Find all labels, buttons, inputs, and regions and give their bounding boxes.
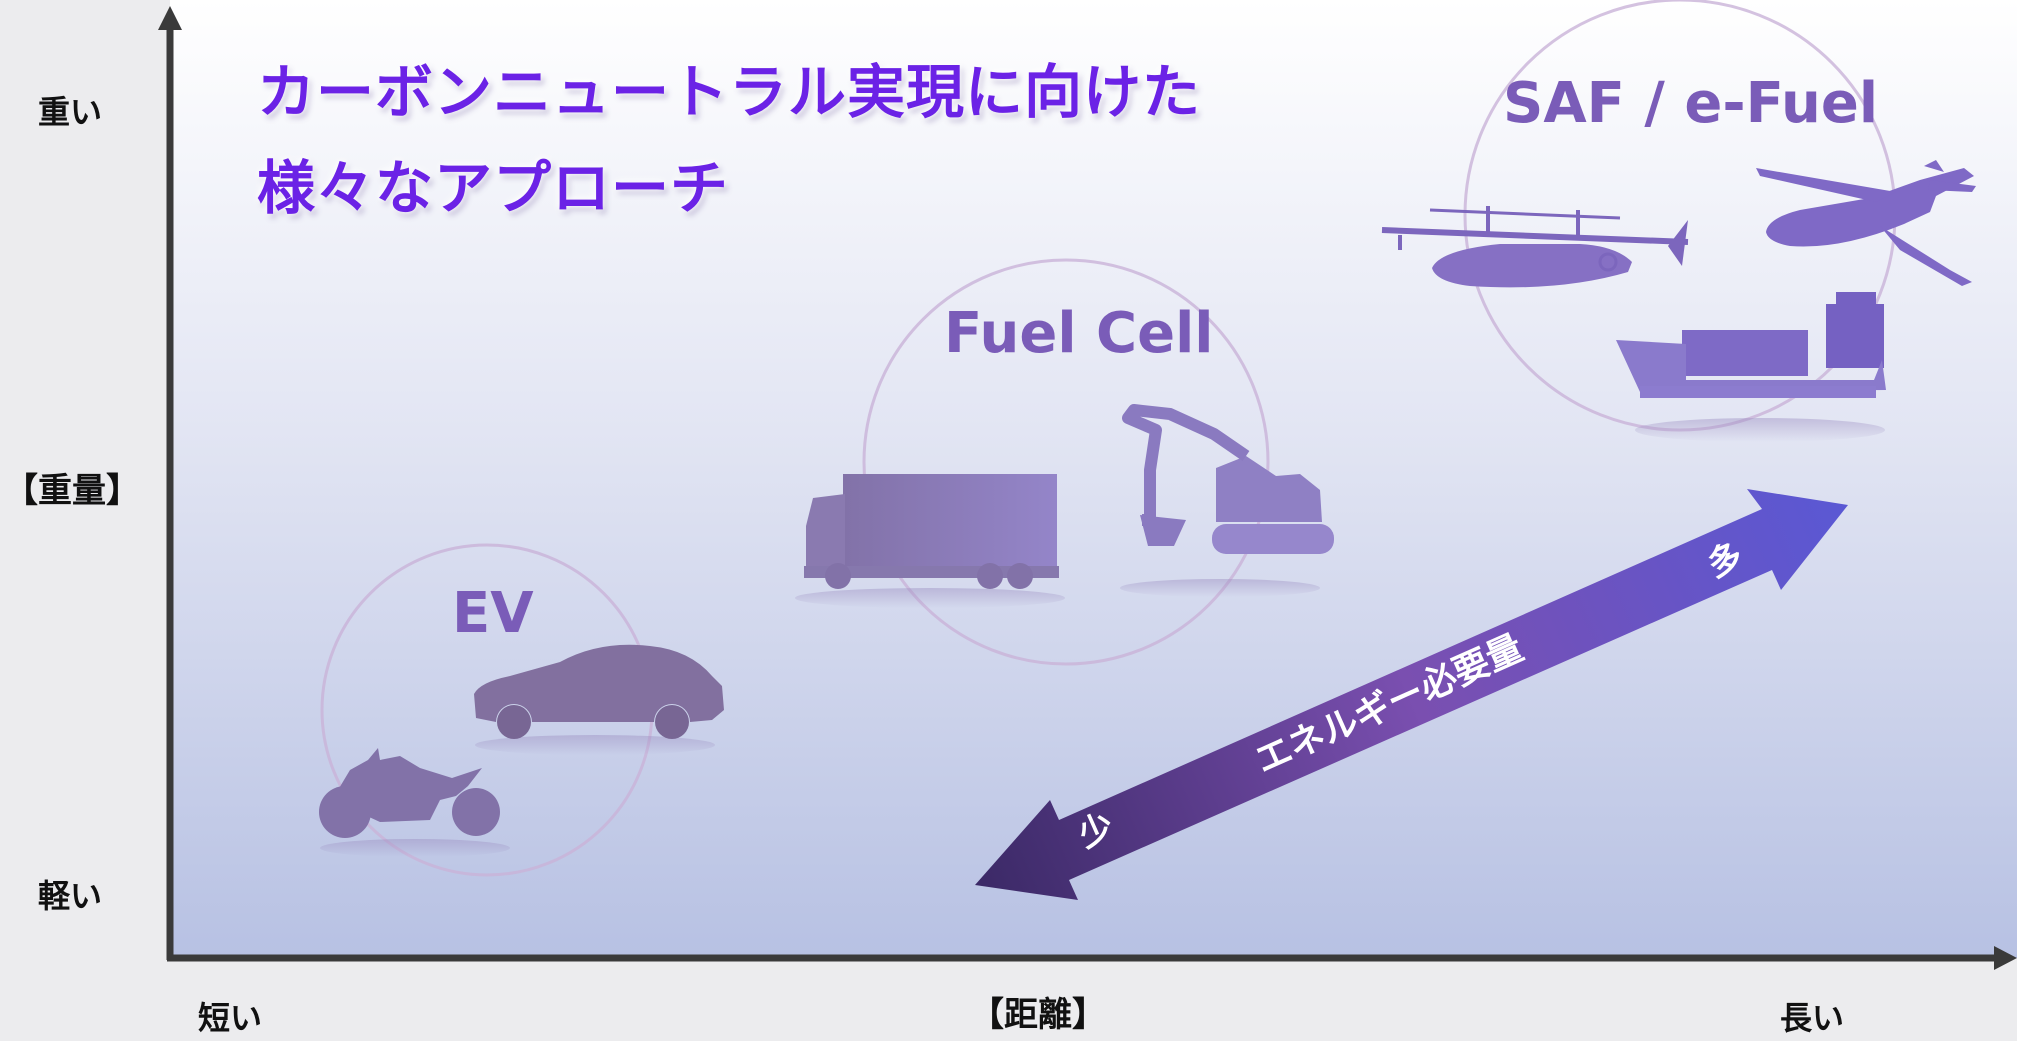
ship-icon [1616, 292, 1886, 442]
y-axis-top-label: 重い [38, 93, 103, 131]
drone-icon [1381, 206, 1689, 288]
ev-label: EV [452, 581, 534, 646]
truck-icon [795, 474, 1065, 608]
y-axis-bottom-label: 軽い [38, 877, 103, 915]
x-axis-title: 【距離】 [970, 995, 1106, 1035]
x-axis-arrowhead [1994, 946, 2017, 970]
saf-label: SAF / e-Fuel [1503, 71, 1879, 136]
x-axis-left-label: 短い [198, 999, 263, 1037]
energy-arrow [975, 489, 1848, 900]
jet-icon [1756, 160, 1976, 286]
excavator-icon [1120, 404, 1334, 597]
y-axis-arrowhead [158, 6, 182, 30]
car-icon [474, 644, 724, 755]
motorcycle-icon [319, 748, 510, 857]
page-title: カーボンニュートラル実現に向けた 様々なアプローチ [257, 44, 1201, 236]
x-axis [167, 946, 2017, 970]
title-line-2: 様々なアプローチ [257, 154, 730, 222]
fuel-cell-circle [862, 258, 1270, 666]
fuel-cell-label: Fuel Cell [944, 301, 1214, 366]
y-axis [158, 6, 182, 960]
title-line-1: カーボンニュートラル実現に向けた [257, 58, 1202, 126]
x-axis-right-label: 長い [1780, 999, 1845, 1037]
y-axis-title: 【重量】 [4, 471, 140, 511]
